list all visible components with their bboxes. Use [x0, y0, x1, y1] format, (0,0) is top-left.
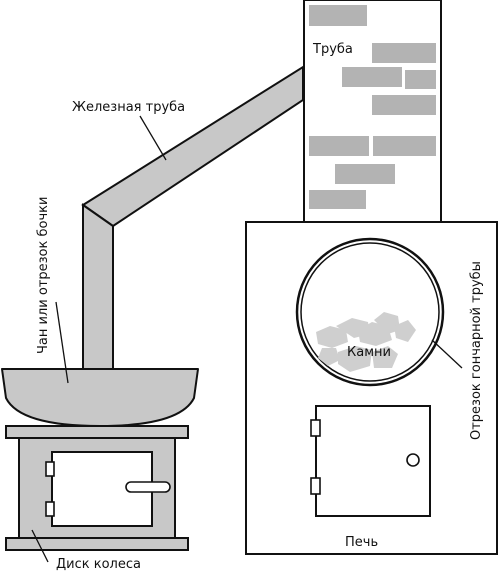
disc-top-rim [5, 425, 189, 439]
label-stove: Печь [345, 535, 378, 550]
brick [342, 67, 402, 87]
pipe-vertical-section [82, 203, 114, 370]
leader-wheel-disc [31, 529, 49, 563]
vat-bowl [1, 368, 199, 427]
stone [372, 346, 398, 368]
brick [372, 95, 436, 115]
label-stones: Камни [347, 345, 391, 360]
brick [309, 5, 367, 26]
stone [318, 348, 340, 366]
stone [394, 320, 416, 342]
door-hinge-bottom [45, 501, 55, 517]
leader-vat [55, 301, 69, 384]
brick [309, 190, 366, 209]
brick [405, 70, 436, 89]
brick [372, 43, 436, 63]
label-iron-pipe: Железная труба [72, 100, 185, 115]
brick [373, 136, 436, 156]
label-clay-pipe: Отрезок гончарной трубы [469, 261, 484, 440]
door-hinge-top [45, 461, 55, 477]
leader-lines [31, 115, 463, 563]
leader-iron-pipe [139, 115, 167, 161]
clay-pipe-inner [300, 242, 440, 382]
stones-pile [316, 312, 416, 372]
wheel-disc-firebox [5, 425, 189, 551]
brick [309, 136, 369, 156]
disc-bottom-rim [5, 537, 189, 551]
label-vat: Чан или отрезок бочки [36, 197, 51, 354]
label-chimney: Труба [312, 42, 353, 57]
brick-chimney [303, 0, 442, 223]
label-wheel-disc: Диск колеса [56, 557, 141, 572]
stone [374, 312, 400, 334]
brick [335, 164, 395, 184]
stone [338, 346, 372, 372]
leader-clay-pipe [431, 339, 463, 369]
stove [245, 221, 498, 555]
stone [316, 326, 348, 348]
stove-door-knob [406, 453, 420, 467]
door-handle [125, 481, 171, 493]
stove-door-hinge-top [310, 419, 321, 437]
pipe-diagonal-section [81, 65, 304, 228]
chimney-bricks [309, 5, 436, 209]
stove-door-hinge-bottom [310, 477, 321, 495]
